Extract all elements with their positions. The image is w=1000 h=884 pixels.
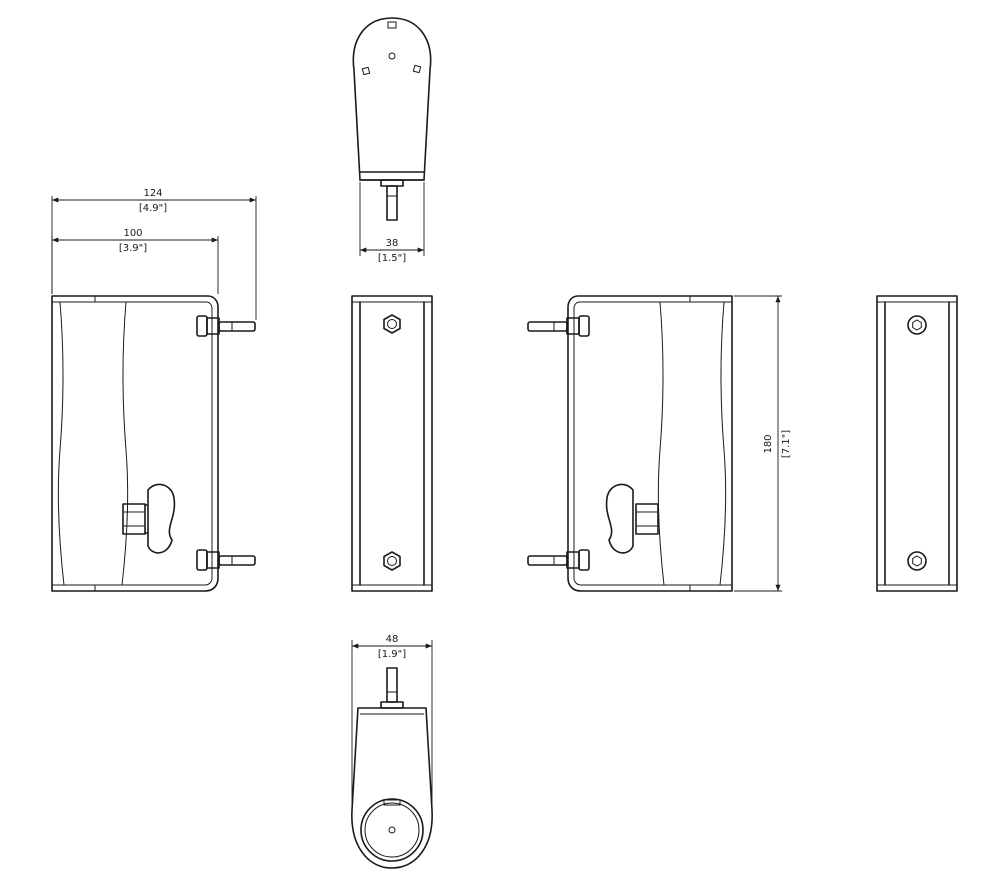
bottom-view: 48 [1.9"] xyxy=(351,634,433,869)
rear-view xyxy=(876,295,958,592)
dim-height-mm: 180 xyxy=(763,434,774,453)
dim-top-depth-inch: [1.5"] xyxy=(378,253,406,264)
dim-height-inch: [7.1"] xyxy=(781,430,792,458)
dim-inner-width-inch: [3.9"] xyxy=(119,243,147,254)
dim-inner-width-mm: 100 xyxy=(123,228,142,239)
top-view: 38 [1.5"] xyxy=(352,17,432,264)
dim-overall-width-mm: 124 xyxy=(143,188,162,199)
front-view xyxy=(351,295,433,592)
left-side-view: 124 [4.9"] 100 [3.9"] xyxy=(51,188,257,592)
dim-overall-width-inch: [4.9"] xyxy=(139,203,167,214)
right-side-view: 180 [7.1"] xyxy=(527,295,792,592)
dim-bottom-depth-mm: 48 xyxy=(386,634,399,645)
dim-top-depth-mm: 38 xyxy=(386,238,399,249)
dim-bottom-depth-inch: [1.9"] xyxy=(378,649,406,660)
